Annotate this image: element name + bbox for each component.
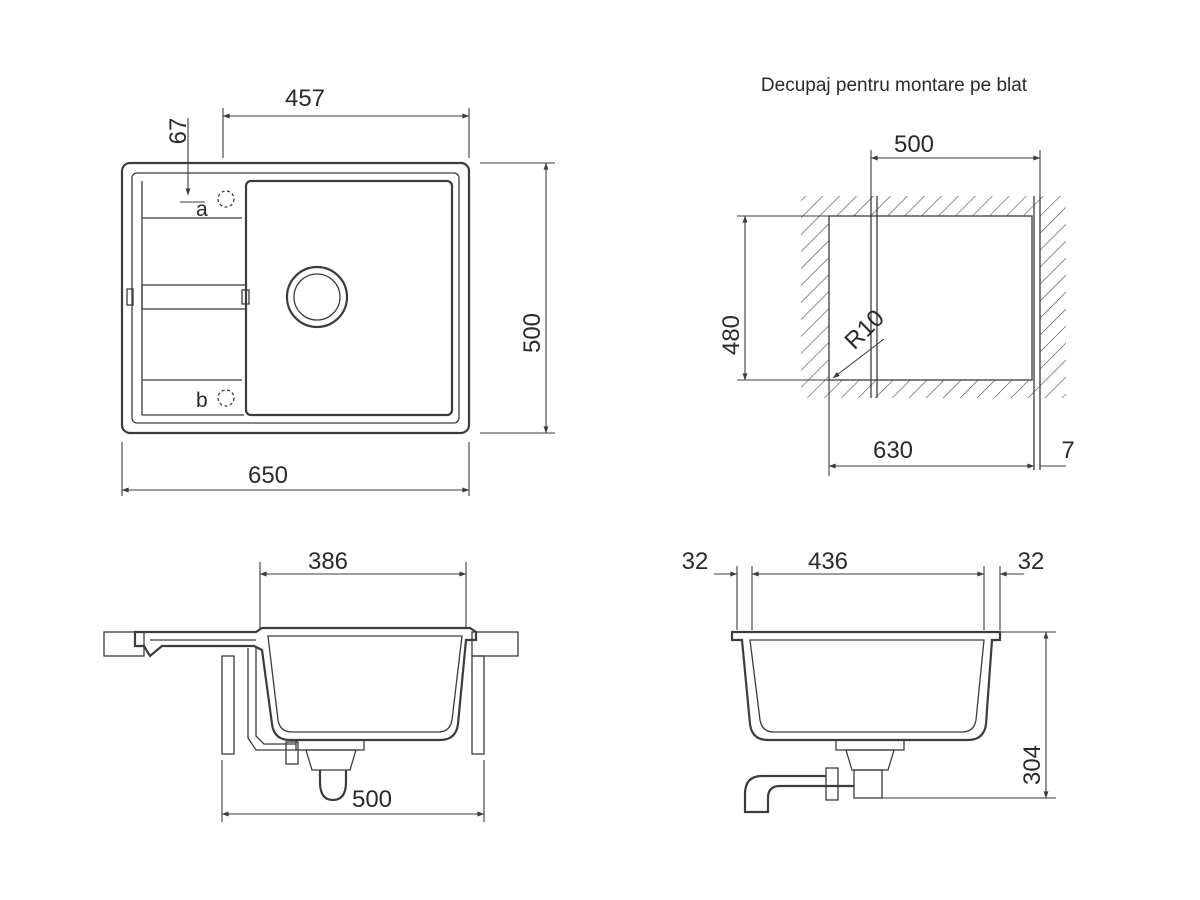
front-waste-body [845,749,895,771]
tap-hole-b-icon [217,389,235,407]
cabinet-wall-left [221,655,235,755]
front-outlet-pipe [743,774,854,814]
dim-width-total: 650 [248,462,288,489]
sink-inner-rim [131,172,460,424]
dim-side-depth: 500 [352,786,392,813]
cabinet-wall-right [471,655,485,755]
overflow-slot [241,289,250,305]
side-view: 386 500 [103,548,519,822]
front-bowl-inner [749,639,985,733]
cutout-edge [828,215,1033,381]
dim-front-left-rim: 32 [682,548,709,575]
bowl-inner-wall [267,635,463,733]
dim-cutout-width: 500 [894,131,934,158]
dim-line-r10 [832,338,885,379]
overflow-pipe-inner [255,648,296,745]
dim-front-right-rim: 32 [1018,548,1045,575]
dim-depth: 500 [519,313,546,353]
front-waste-trap [853,769,883,799]
front-waste-flange [835,739,905,751]
tap-hole-b-label: b [196,389,208,412]
overflow-connector [285,741,299,765]
drain-outer-ring [285,265,349,329]
front-view: 32 436 32 304 [682,548,1056,814]
sink-outline [120,161,471,435]
dim-bowl-width: 457 [285,85,325,112]
cutout-title: Decupaj pentru montare pe blat [761,75,1028,96]
worktop-left [103,631,145,657]
top-view: a b 67 457 500 650 [120,85,555,496]
overflow-pipe [247,648,296,751]
waste-flange [295,739,365,751]
dim-cutout-depth: 480 [718,315,745,355]
sink-side-profile [133,626,478,742]
dim-front-bowl: 436 [808,548,848,575]
edge-notch [126,288,134,306]
drain-channel [141,284,247,310]
front-connector [825,767,839,801]
dim-cutout-overall: 630 [873,437,913,464]
tap-hole-a-label: a [196,198,208,221]
dim-cutout-offset: 7 [1061,437,1074,464]
drain-inner-ring [293,273,341,321]
dim-edge-offset: 67 [165,118,192,145]
worktop-right [471,631,519,657]
tap-hole-a-icon [217,190,235,208]
cutout-opening [829,216,1032,380]
dim-side-bowl: 386 [308,548,348,575]
main-bowl [244,179,454,417]
cutout-view: 500 480 R10 630 7 [718,131,1075,476]
front-bowl-outline [730,630,1002,742]
waste-body [305,749,357,771]
waste-trap [318,770,348,802]
dim-front-height: 304 [1019,745,1046,785]
